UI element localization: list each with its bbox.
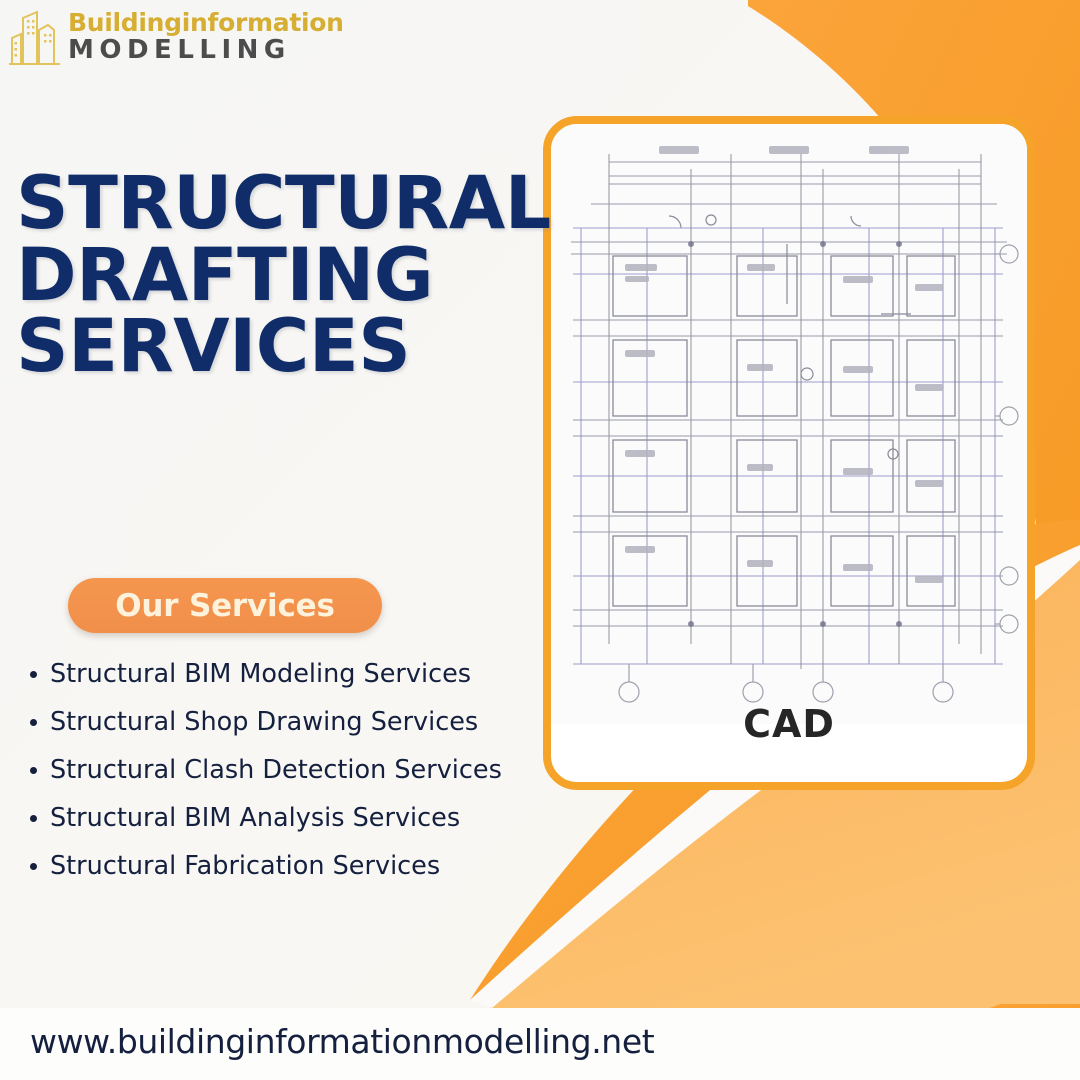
our-services-badge-label: Our Services [115,587,335,624]
list-item: Structural BIM Modeling Services [14,650,534,698]
brand-line-2: MODELLING [68,34,291,65]
building-skyline-icon [9,10,60,65]
brand-logo[interactable]: Buildinginformation MODELLING [8,4,344,68]
services-list: Structural BIM Modeling Services Structu… [14,650,534,890]
our-services-badge: Our Services [68,578,382,633]
footer-bar: www.buildinginformationmodelling.net [0,1008,1080,1080]
cad-caption: CAD [743,702,835,746]
structural-blueprint-floor-plan [551,124,1027,724]
website-url[interactable]: www.buildinginformationmodelling.net [30,1022,655,1061]
list-item: Structural Clash Detection Services [14,746,534,794]
list-item: Structural Fabrication Services [14,842,534,890]
headline-line-1: STRUCTURAL [16,161,551,246]
brand-line-1: Buildinginformation [68,7,344,37]
cad-image-card: CAD [543,116,1035,790]
list-item: Structural Shop Drawing Services [14,698,534,746]
list-item: Structural BIM Analysis Services [14,794,534,842]
brand-wordmark: Buildinginformation MODELLING [68,10,344,63]
headline-line-3: SERVICES [16,304,411,390]
headline-line-2: DRAFTING [16,232,434,318]
page-title: STRUCTURAL DRAFTING SERVICES [16,161,551,390]
